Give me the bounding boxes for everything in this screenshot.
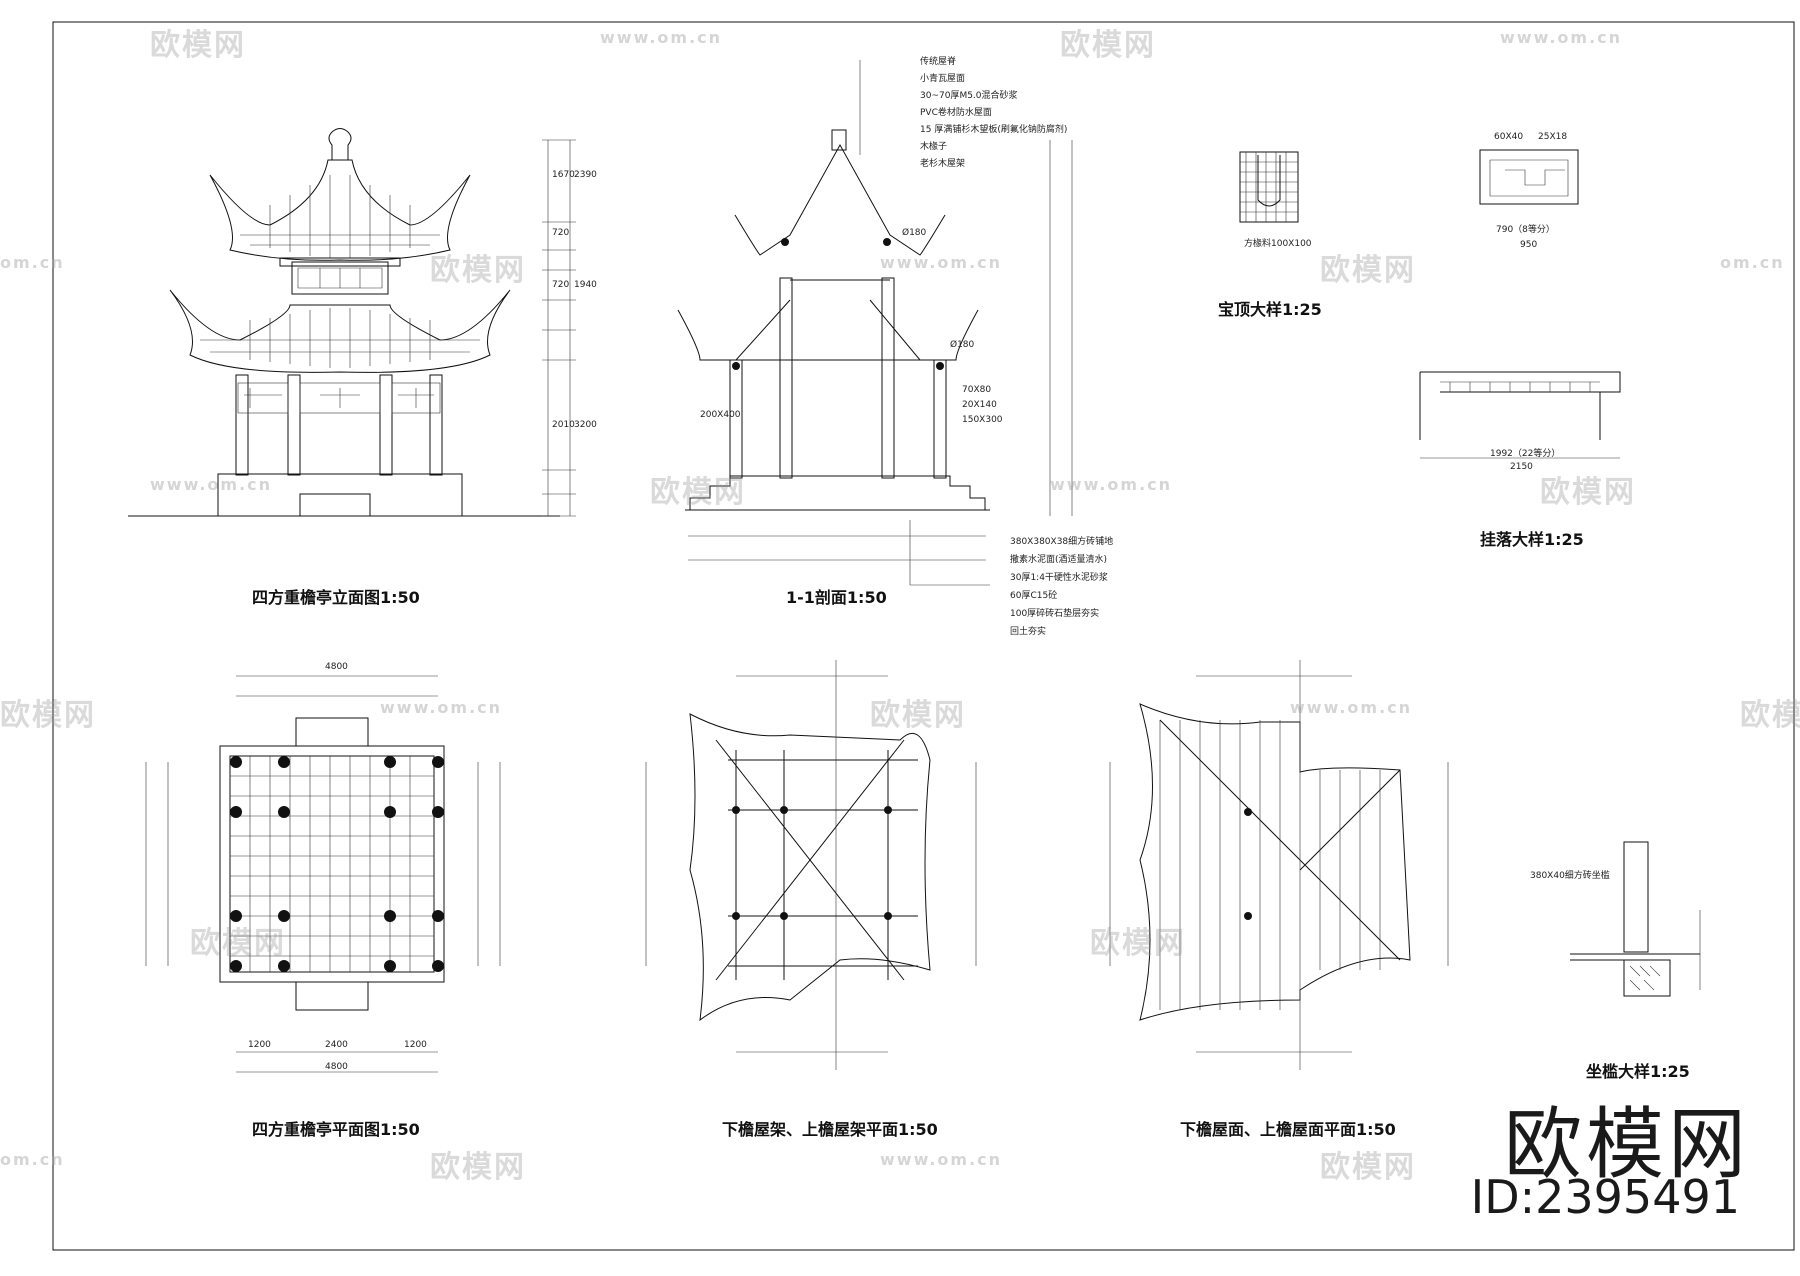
watermark-url: om.cn xyxy=(0,1150,65,1169)
lattice-detail-large xyxy=(1419,371,1621,459)
floor-layer: 30厚1:4干硬性水泥砂浆 xyxy=(1010,573,1108,583)
dim-label: 2390 xyxy=(574,170,597,180)
watermark-url: om.cn xyxy=(0,253,65,272)
watermark-logo: 欧模网 xyxy=(870,698,966,733)
seat-title: 坐槛大样1:25 xyxy=(1586,1062,1690,1081)
section-drawing xyxy=(677,60,1073,586)
roof-layer: 木椽子 xyxy=(920,142,948,152)
roof-layer: 老杉木屋架 xyxy=(920,159,966,169)
dim-label: 720 xyxy=(552,228,570,238)
watermark-logo: 欧模网 xyxy=(1320,1150,1416,1185)
dim-label: 1670 xyxy=(552,170,575,180)
watermark-url: www.om.cn xyxy=(150,475,273,494)
finial-detail xyxy=(1239,151,1299,223)
roof-layer: 传统屋脊 xyxy=(920,57,957,67)
dim-label: 1200 xyxy=(404,1040,427,1050)
roof-frame-title: 下檐屋架、上檐屋架平面1:50 xyxy=(722,1120,938,1139)
dim-label: 1200 xyxy=(248,1040,271,1050)
watermark-logo: 欧模网 xyxy=(1090,926,1186,961)
lattice-note: 60X40 xyxy=(1494,132,1524,142)
section-title: 1-1剖面1:50 xyxy=(786,588,887,607)
roof-plan-title: 下檐屋面、上檐屋面平面1:50 xyxy=(1180,1120,1396,1139)
lattice-detail-small xyxy=(1479,149,1579,205)
watermark-logo: 欧模网 xyxy=(650,475,746,510)
watermark-url: www.om.cn xyxy=(880,1150,1003,1169)
dim-label: 4800 xyxy=(325,1062,348,1072)
sheet-border xyxy=(52,21,1795,1251)
watermark-url: www.om.cn xyxy=(1500,28,1623,47)
lattice-note: 950 xyxy=(1520,240,1538,250)
floor-layer: 60厚C15砼 xyxy=(1010,591,1058,601)
plan-title: 四方重檐亭平面图1:50 xyxy=(252,1120,420,1139)
watermark-logo: 欧模网 xyxy=(430,253,526,288)
watermark-url: www.om.cn xyxy=(1050,475,1173,494)
section-note: 200X400 xyxy=(700,410,741,420)
watermark-logo: 欧模网 xyxy=(150,28,246,63)
dim-label: 2010 xyxy=(552,420,575,430)
section-note: Ø180 xyxy=(950,340,975,350)
seat-detail xyxy=(1570,841,1701,997)
watermark-logo: 欧模网 xyxy=(190,926,286,961)
watermark-url: om.cn xyxy=(1720,253,1785,272)
watermark-url: www.om.cn xyxy=(600,28,723,47)
finial-title: 宝顶大样1:25 xyxy=(1218,300,1322,319)
dim-label: 2400 xyxy=(325,1040,348,1050)
lattice-title: 挂落大样1:25 xyxy=(1480,530,1584,549)
floor-layer: 撒素水泥面(酒适量清水) xyxy=(1010,555,1108,565)
watermark-url: www.om.cn xyxy=(1290,698,1413,717)
watermark-logo: 欧模网 xyxy=(1740,698,1800,733)
section-note: 150X300 xyxy=(962,415,1003,425)
roof-frame-plan xyxy=(645,660,977,1070)
floor-layer: 回土夯实 xyxy=(1010,627,1047,637)
roof-layer: PVC卷材防水屋面 xyxy=(920,108,992,118)
roof-layer: 小青瓦屋面 xyxy=(920,74,966,84)
dim-label: 720 xyxy=(552,280,570,290)
floor-plan-drawing xyxy=(145,675,501,1073)
brand-id: ID:2395491 xyxy=(1470,1170,1740,1224)
floor-layer: 380X380X38细方砖铺地 xyxy=(1010,537,1114,547)
roof-layer: 15 厚满铺杉木望板(刷氟化钠防腐剂) xyxy=(920,125,1068,135)
lattice-note: 2150 xyxy=(1510,462,1533,472)
dim-label: 4800 xyxy=(325,662,348,672)
floor-layer: 100厚碎砖石垫层夯实 xyxy=(1010,609,1100,619)
section-note: 20X140 xyxy=(962,400,997,410)
elevation-drawing xyxy=(128,128,576,517)
watermark-url: www.om.cn xyxy=(380,698,503,717)
seat-note: 380X40细方砖坐槛 xyxy=(1530,871,1610,881)
watermark-logo: 欧模网 xyxy=(1540,475,1636,510)
roof-tile-plan xyxy=(1109,660,1449,1070)
section-note: Ø180 xyxy=(902,228,927,238)
lattice-note: 1992（22等分） xyxy=(1490,449,1561,459)
watermark-url: www.om.cn xyxy=(880,253,1003,272)
roof-layer: 30~70厚M5.0混合砂浆 xyxy=(920,91,1018,101)
lattice-note: 25X18 xyxy=(1538,132,1568,142)
lattice-note: 790（8等分） xyxy=(1496,225,1555,235)
watermark-logo: 欧模网 xyxy=(1320,253,1416,288)
dim-label: 3200 xyxy=(574,420,597,430)
brand-logo: 欧模网 xyxy=(1503,1100,1750,1190)
watermark-logo: 欧模网 xyxy=(430,1150,526,1185)
watermark-logo: 欧模网 xyxy=(1060,28,1156,63)
dim-label: 1940 xyxy=(574,280,597,290)
section-note: 70X80 xyxy=(962,385,992,395)
elevation-title: 四方重檐亭立面图1:50 xyxy=(252,588,420,607)
finial-note: 方椽料100X100 xyxy=(1244,239,1312,249)
watermark-logo: 欧模网 xyxy=(0,698,96,733)
